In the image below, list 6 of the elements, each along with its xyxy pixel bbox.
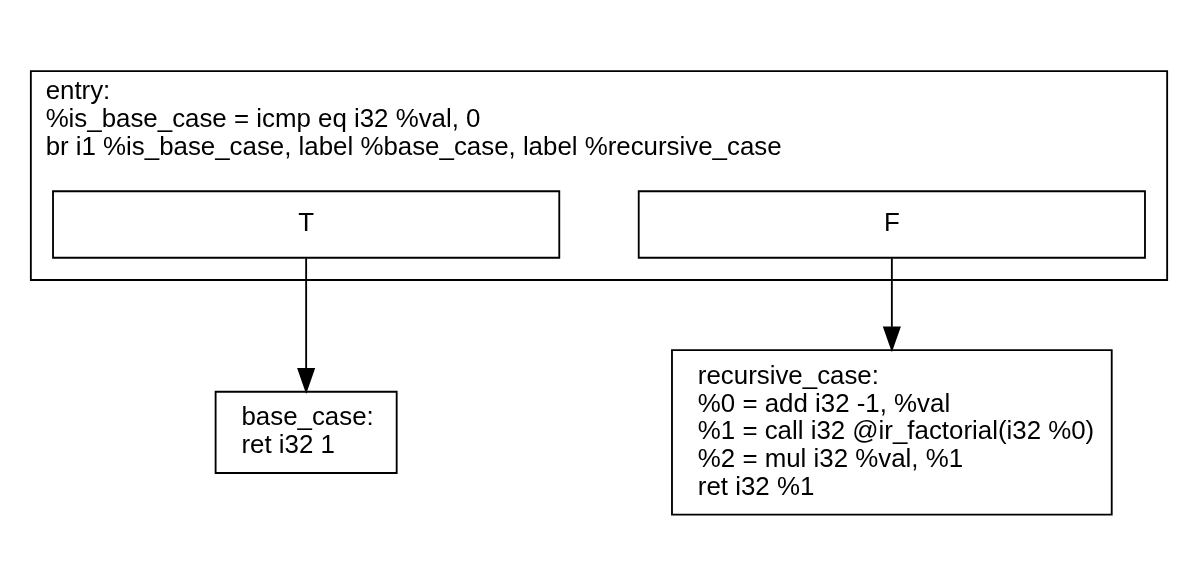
node-box: base_case: ret i32 1 <box>214 390 398 474</box>
arrow <box>297 256 316 394</box>
arrow <box>882 256 901 352</box>
node-box: T <box>52 189 561 259</box>
node-box: recursive_case: %0 = add i32 -1, %val %1 = call i32 @ir_factorial(i32 %0) %2 = mul i32 %val, %1 ret i32 %1 <box>671 348 1113 516</box>
node-box: F <box>637 189 1146 259</box>
